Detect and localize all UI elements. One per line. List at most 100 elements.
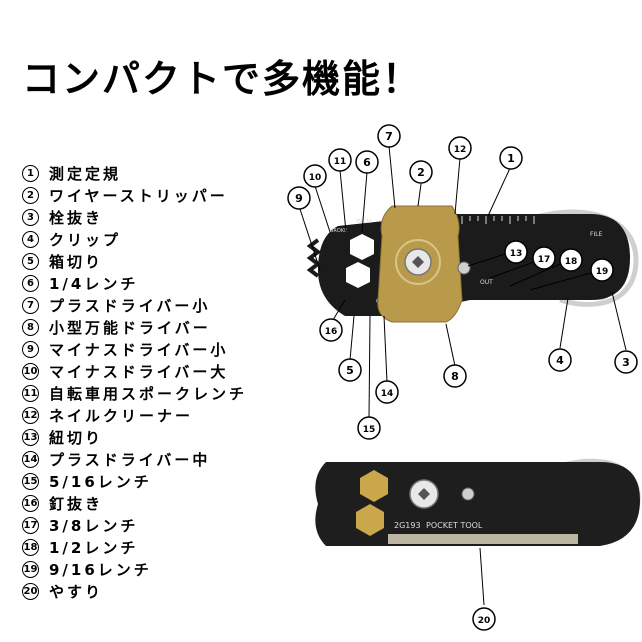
- feature-label: やすり: [49, 582, 104, 601]
- feature-label: 1/2レンチ: [49, 538, 139, 557]
- torx-icon: [418, 488, 430, 500]
- feature-label: 栓抜き: [49, 208, 104, 227]
- callout-number-13: 13: [510, 249, 523, 259]
- leader-lines: [298, 145, 627, 606]
- callout-number-1: 1: [507, 152, 515, 165]
- list-item: 6 1/4レンチ: [22, 272, 247, 294]
- feature-label: 3/8レンチ: [49, 516, 139, 535]
- hex-wrench-hole-back: [360, 470, 388, 502]
- callout-circle-9: [287, 186, 311, 210]
- number-badge: 19: [22, 560, 39, 578]
- callout-number-10: 10: [309, 173, 322, 183]
- callout-circle-7: [377, 124, 401, 148]
- callout-circle-11: [328, 148, 352, 172]
- feature-label: 自転車用スポークレンチ: [49, 384, 248, 403]
- callout-number-11: 11: [334, 157, 347, 167]
- screw-washer: [395, 239, 441, 285]
- number-badge: 20: [22, 582, 39, 600]
- number-badge: 6: [22, 274, 39, 292]
- list-item: 20 やすり: [22, 580, 247, 602]
- callout-number-7: 7: [385, 130, 393, 143]
- screw-head: [404, 248, 432, 276]
- feature-label: 釘抜き: [49, 494, 104, 513]
- torx-icon: [412, 256, 424, 268]
- callout-number-4: 4: [556, 354, 564, 367]
- feature-label: 1/4レンチ: [49, 274, 139, 293]
- feature-label: 5/16レンチ: [49, 472, 152, 491]
- list-item: 15 5/16レンチ: [22, 470, 247, 492]
- list-item: 19 9/16レンチ: [22, 558, 247, 580]
- callout-circle-18: [559, 248, 583, 272]
- feature-label: プラスドライバー小: [49, 296, 211, 315]
- feature-label: マイナスドライバー大: [49, 362, 229, 381]
- list-item: 1 測定定規: [22, 162, 247, 184]
- number-badge: 1: [22, 164, 39, 182]
- callout-number-16: 16: [325, 327, 338, 337]
- feature-label: 小型万能ドライバー: [49, 318, 211, 337]
- jaw-teeth: [306, 238, 322, 278]
- brand-label: POCKET TOOL: [426, 521, 483, 530]
- feature-label: 測定定規: [49, 164, 122, 183]
- callout-number-2: 2: [417, 166, 425, 179]
- number-badge: 12: [22, 406, 39, 424]
- callout-number-12: 12: [454, 145, 467, 155]
- feature-label: 9/16レンチ: [49, 560, 152, 579]
- callout-circle-4: [548, 348, 572, 372]
- number-badge: 11: [22, 384, 39, 402]
- list-item: 12 ネイルクリーナー: [22, 404, 247, 426]
- callout-circle-2: [409, 160, 433, 184]
- tool-body: [318, 214, 630, 316]
- list-item: 10 マイナスドライバー大: [22, 360, 247, 382]
- feature-label: 箱切り: [49, 252, 104, 271]
- number-badge: 5: [22, 252, 39, 270]
- rivet: [461, 487, 475, 501]
- callout-circle-1: [499, 146, 523, 170]
- callout-circle-14: [375, 380, 399, 404]
- callout-circle-13: [504, 240, 528, 264]
- list-item: 5 箱切り: [22, 250, 247, 272]
- number-badge: 15: [22, 472, 39, 490]
- callout-circle-8: [443, 364, 467, 388]
- out-label: OUT: [480, 279, 493, 286]
- callout-circle-12: [448, 136, 472, 160]
- file-label: FILE: [590, 231, 603, 238]
- list-item: 11 自転車用スポークレンチ: [22, 382, 247, 404]
- hex-wrench-hole: [350, 234, 374, 260]
- callout-number-9: 9: [295, 192, 303, 205]
- model-label: 2G193: [394, 521, 421, 530]
- hex-wrench-hole-back: [356, 504, 384, 536]
- callout-circle-16: [319, 318, 343, 342]
- callout-circle-10: [303, 164, 327, 188]
- callout-number-17: 17: [538, 255, 551, 265]
- callout-number-3: 3: [622, 356, 630, 369]
- carabiner-ring: [519, 209, 639, 307]
- number-badge: 2: [22, 186, 39, 204]
- rivet: [457, 261, 471, 275]
- hex-wrench-hole: [346, 262, 370, 288]
- callout-circle-20: [472, 607, 496, 631]
- number-badge: 10: [22, 362, 39, 380]
- callout-number-6: 6: [363, 156, 371, 169]
- callout-number-5: 5: [346, 364, 354, 377]
- page-title: コンパクトで多機能！: [22, 56, 423, 101]
- feature-label: ネイルクリーナー: [49, 406, 194, 425]
- callout-number-18: 18: [565, 257, 578, 267]
- feature-label: 紐切り: [49, 428, 104, 447]
- callout-circle-6: [355, 150, 379, 174]
- callouts: 1 2 3 4 5 6 7 8 9 10 11 12 13 14 15 16 1…: [287, 124, 638, 631]
- number-badge: 9: [22, 340, 39, 358]
- callout-circle-19: [590, 258, 614, 282]
- tool-back-view: 2G193 POCKET TOOL: [315, 458, 641, 546]
- brass-plate: [377, 205, 463, 323]
- callout-number-19: 19: [596, 267, 609, 277]
- number-badge: 8: [22, 318, 39, 336]
- tool-body-back: [315, 462, 640, 546]
- feature-label: クリップ: [49, 230, 122, 249]
